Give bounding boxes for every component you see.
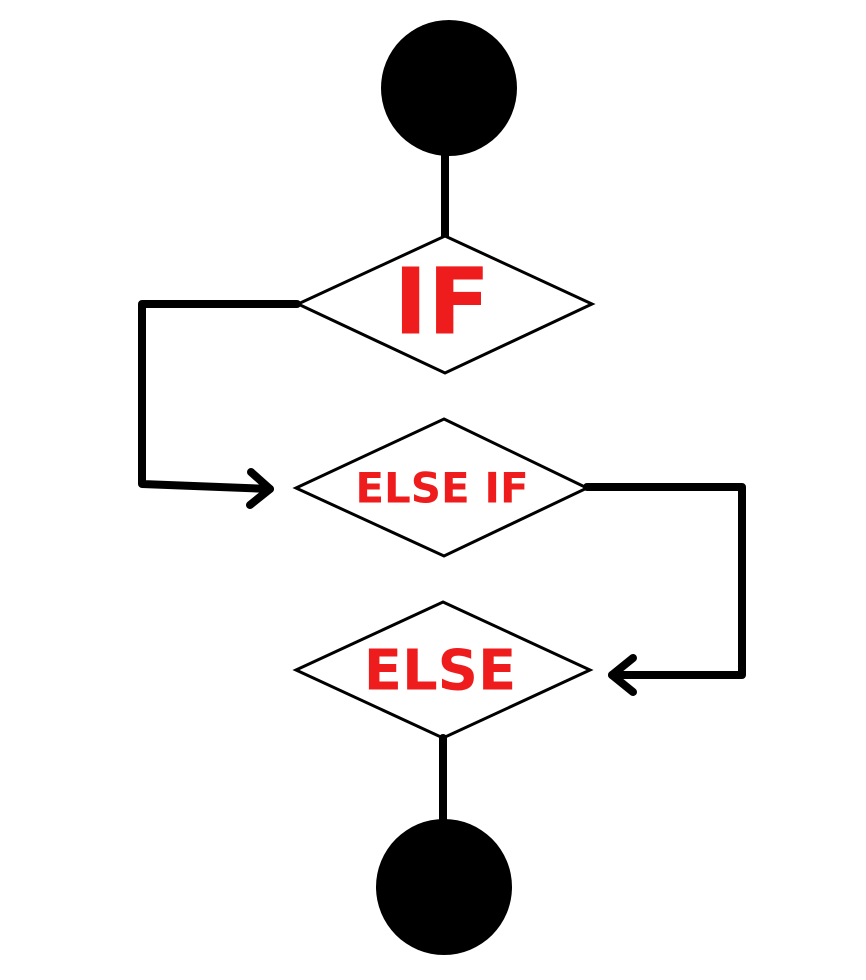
edge-elseif-to-else-arrowhead — [608, 654, 637, 696]
else-label: ELSE — [364, 639, 517, 704]
end-node — [376, 819, 512, 955]
elseif-decision: ELSE IF — [292, 417, 591, 558]
if-diamond — [294, 234, 596, 375]
else-decision: ELSE — [292, 600, 594, 740]
elseif-diamond — [292, 417, 591, 558]
if-decision: IF — [294, 234, 596, 375]
elseif-label: ELSE IF — [355, 464, 528, 513]
edge-elseif-to-else — [583, 483, 746, 679]
if-label: IF — [393, 249, 490, 356]
edge-if-to-elseif — [138, 300, 301, 493]
start-node — [381, 20, 517, 156]
edge-if-to-elseif-arrowhead — [246, 468, 274, 509]
